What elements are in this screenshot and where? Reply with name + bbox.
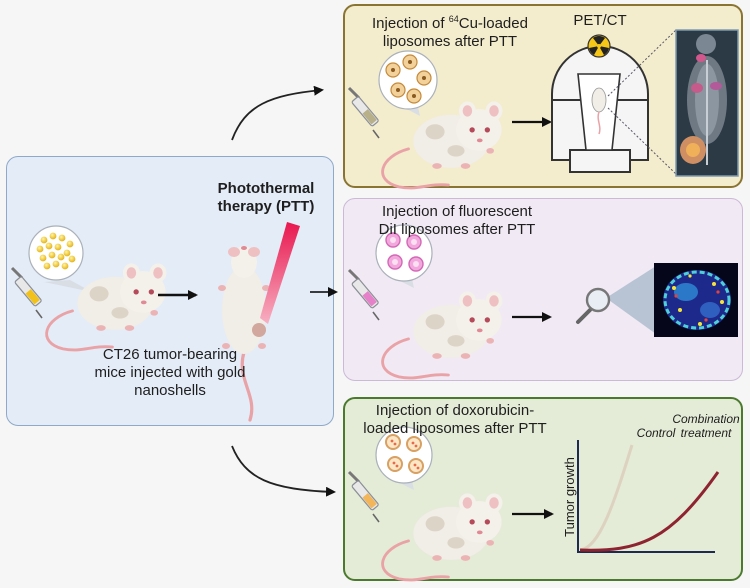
fluorescence-title: Injection of fluorescent DiI liposomes a… xyxy=(352,203,562,239)
combination-curve-label: Combination treatment xyxy=(672,412,740,440)
arrow-to-pet-ct xyxy=(231,85,324,141)
control-curve xyxy=(579,444,634,552)
scanner-label: PET/CT xyxy=(573,12,627,29)
left-panel xyxy=(6,156,334,426)
caption-line: CT26 tumor-bearing xyxy=(102,346,238,363)
pet-ct-scan-image xyxy=(675,29,739,177)
caption-line: mice injected with gold xyxy=(94,364,246,381)
gold-nanoshell-bubble xyxy=(28,225,92,292)
cu64-liposome-bubble xyxy=(378,50,438,116)
magnifier-icon xyxy=(576,287,611,324)
doxorubicin-title-line: Injection of doxorubicin- xyxy=(375,402,535,419)
laser-beam-icon xyxy=(260,222,300,324)
pet-ct-title: Injection of 64Cu-loaded liposomes after… xyxy=(350,10,550,51)
mouse-icon xyxy=(381,491,504,582)
left-caption: CT26 tumor-bearing mice injected with go… xyxy=(14,346,326,400)
fluorescence-image xyxy=(654,263,738,337)
chart-y-axis-label: Tumor growth xyxy=(562,457,577,537)
ptt-mouse-icon xyxy=(218,246,270,422)
combination-curve xyxy=(579,471,720,552)
mouse-icon xyxy=(381,99,504,190)
caption-line: nanoshells xyxy=(134,382,206,399)
fluorescence-title-line: DiI liposomes after PTT xyxy=(378,221,536,238)
tumor-growth-chart xyxy=(577,440,720,553)
ptt-label-line: therapy (PTT) xyxy=(217,198,315,215)
pet-ct-scanner-icon xyxy=(551,34,649,173)
pet-ct-title-line1: Injection of 64Cu-loaded xyxy=(372,14,528,32)
syringe-icon xyxy=(10,266,43,319)
doxorubicin-liposome-bubble xyxy=(375,426,433,490)
syringe-icon xyxy=(347,268,380,321)
ptt-label-line: Photothermal xyxy=(217,180,315,197)
syringe-icon xyxy=(347,470,380,523)
magnifier-beam xyxy=(606,266,656,334)
doxorubicin-title-line: loaded liposomes after PTT xyxy=(363,420,547,437)
ptt-label: Photothermal therapy (PTT) xyxy=(196,180,336,216)
syringe-icon xyxy=(347,86,380,139)
mouse-icon xyxy=(381,289,504,380)
fluorescence-title-line: Injection of fluorescent xyxy=(381,203,533,220)
control-curve-label: Control xyxy=(636,426,676,440)
arrow-to-doxorubicin xyxy=(231,445,336,497)
pet-ct-title-line2: liposomes after PTT xyxy=(382,33,518,50)
doxorubicin-title: Injection of doxorubicin- loaded liposom… xyxy=(350,402,560,438)
dii-liposome-bubble xyxy=(375,224,433,288)
